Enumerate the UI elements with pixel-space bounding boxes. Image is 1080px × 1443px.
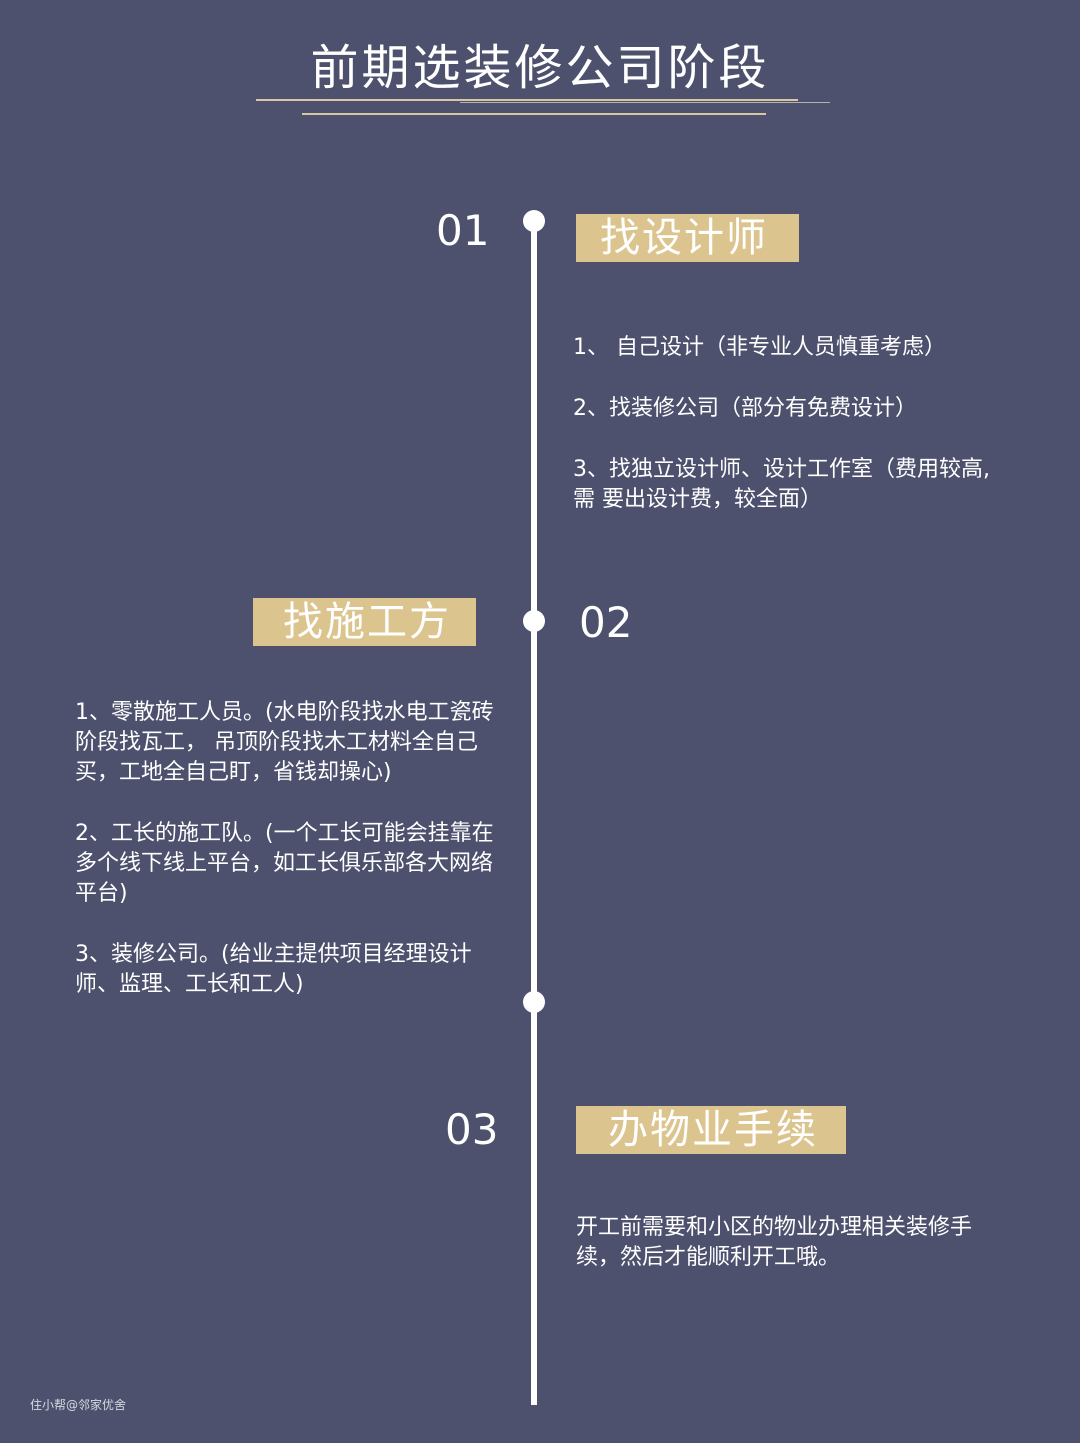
- list-item: 2、找装修公司（部分有免费设计）: [573, 396, 917, 421]
- list-item: 3、找独立设计师、设计工作室（费用较高,需 要出设计费，较全面）: [573, 457, 990, 512]
- title-divider: [460, 102, 830, 103]
- list-item: 1、 自己设计（非专业人员慎重考虑）: [573, 335, 946, 360]
- timeline-dot: [523, 991, 545, 1013]
- step-number: 02: [579, 598, 633, 647]
- title-divider: [256, 99, 798, 101]
- timeline-dot: [523, 210, 545, 232]
- step-heading: 找设计师: [576, 214, 799, 262]
- list-item: 开工前需要和小区的物业办理相关装修手续，然后才能顺利开工哦。: [576, 1215, 973, 1270]
- page-title: 前期选装修公司阶段: [310, 40, 770, 96]
- list-item: 3、装修公司。(给业主提供项目经理设计师、监理、工长和工人): [75, 942, 472, 997]
- watermark: 住小帮@邻家优舍: [30, 1398, 127, 1412]
- step-number: 01: [436, 206, 490, 255]
- timeline-line: [531, 220, 537, 1405]
- step-heading: 找施工方: [253, 598, 476, 646]
- title-divider: [302, 113, 766, 115]
- step-content: 1、 自己设计（非专业人员慎重考虑） 2、找装修公司（部分有免费设计） 3、找独…: [573, 333, 998, 546]
- list-item: 2、工长的施工队。(一个工长可能会挂靠在多个线下线上平台，如工长俱乐部各大网络平…: [75, 821, 494, 906]
- step-number: 03: [445, 1105, 499, 1154]
- list-item: 1、零散施工人员。(水电阶段找水电工瓷砖 阶段找瓦工， 吊顶阶段找木工材料全自己…: [75, 700, 494, 785]
- step-content: 1、零散施工人员。(水电阶段找水电工瓷砖 阶段找瓦工， 吊顶阶段找木工材料全自己…: [75, 698, 495, 1031]
- step-content: 开工前需要和小区的物业办理相关装修手续，然后才能顺利开工哦。: [576, 1213, 991, 1304]
- step-heading: 办物业手续: [576, 1106, 846, 1154]
- timeline-dot: [523, 610, 545, 632]
